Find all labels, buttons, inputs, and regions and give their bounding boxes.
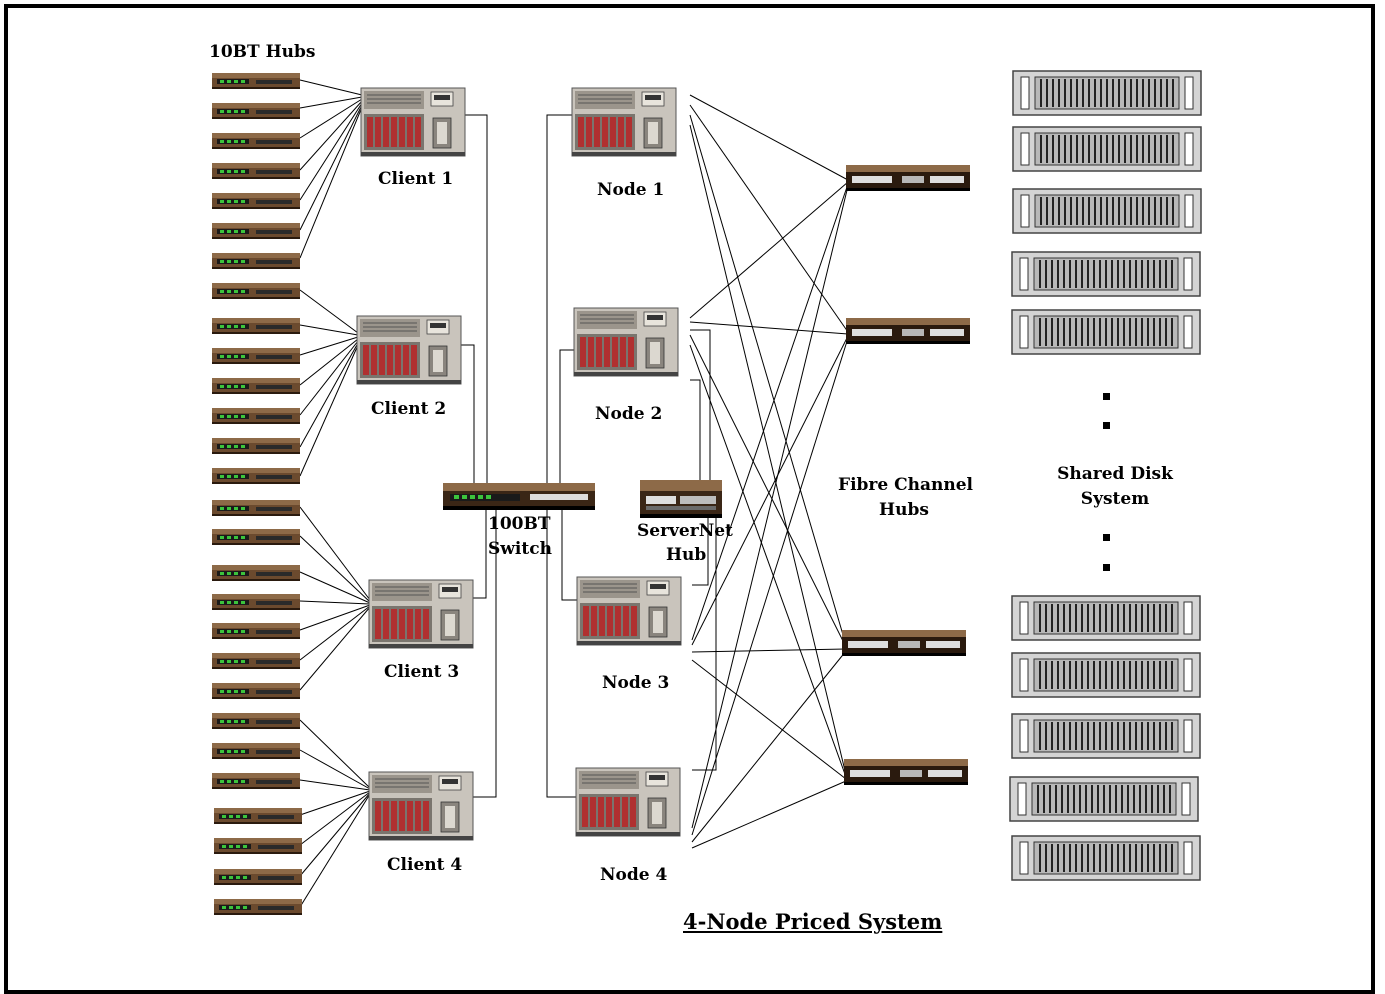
ethernet-hub-icon [212,468,300,484]
ethernet-hub-icon [212,623,300,639]
disk-array-icon [1011,309,1201,355]
switch-links [460,114,578,798]
node4-server-icon [575,767,681,837]
node3-label: Node 3 [602,673,670,693]
fibre-channel-hub-icon [844,759,968,785]
disk-array-icon [1009,776,1199,822]
node3-server-icon [576,576,682,646]
ethernet-hub-icon [212,283,300,299]
ethernet-hub-icon [212,773,300,789]
fibre-channel-hub-icon [842,630,966,656]
ethernet-hub-icon [212,594,300,610]
ethernet-hub-icon [212,653,300,669]
ethernet-hub-icon [212,193,300,209]
disk-array-icon [1011,713,1201,759]
shared-disk-label-line2: System [1080,489,1150,509]
ethernet-hub-icon [212,253,300,269]
client2-label: Client 2 [371,399,447,419]
ethernet-hub-icon [212,500,300,516]
ethernet-hub-icon [212,73,300,89]
ethernet-hub-icon [212,565,300,581]
ethernet-hub-icon [214,838,302,854]
ethernet-hub-icon [212,103,300,119]
hubs-10bt-column [212,73,302,915]
node1-label: Node 1 [597,180,665,200]
fibre-channel-hub-icon [846,318,970,344]
ethernet-hub-icon [214,808,302,824]
client2-server-icon [356,315,462,385]
network-diagram [212,70,1202,915]
disk-array-icon [1012,188,1202,234]
ethernet-hub-icon [212,408,300,424]
disk-array-icon [1011,595,1201,641]
servernet-links [690,329,717,771]
fibre-channel-label-line1: Fibre Channel [838,475,974,495]
servernet-label-line2: Hub [666,545,707,565]
servernet-hub-icon [640,480,722,518]
node1-server-icon [571,87,677,157]
fibre-channel-links [689,94,849,849]
servernet-label-line1: ServerNet [637,521,733,541]
disk-array-icon [1011,652,1201,698]
ethernet-hub-icon [212,529,300,545]
disk-array-icon [1011,835,1201,881]
switch-label-line1: 100BT [488,514,551,534]
client1-label: Client 1 [378,169,454,189]
switch-100bt-icon [443,483,595,510]
node4-label: Node 4 [600,865,668,885]
ethernet-hub-icon [212,713,300,729]
hub-client-links [299,79,371,908]
disk-array-icon [1012,70,1202,116]
client1-server-icon [360,87,466,157]
diagram-title: 4-Node Priced System [683,909,943,934]
disk-array-icon [1011,251,1201,297]
switch-label-line2: Switch [488,539,552,559]
fibre-channel-label-line2: Hubs [879,500,929,520]
ethernet-hub-icon [214,869,302,885]
ethernet-hub-icon [212,133,300,149]
client4-server-icon [368,771,474,841]
client3-label: Client 3 [384,662,460,682]
shared-disk-label-line1: Shared Disk [1057,464,1173,484]
node2-server-icon [573,307,679,377]
ethernet-hub-icon [212,318,300,334]
client4-label: Client 4 [387,855,463,875]
disk-ellipsis-marks [1103,393,1110,571]
ethernet-hub-icon [212,438,300,454]
client3-server-icon [368,579,474,649]
ethernet-hub-icon [212,163,300,179]
ethernet-hub-icon [212,683,300,699]
disk-array-icon [1012,126,1202,172]
node2-label: Node 2 [595,404,663,424]
ethernet-hub-icon [214,899,302,915]
hubs-10bt-label: 10BT Hubs [209,42,316,62]
ethernet-hub-icon [212,348,300,364]
ethernet-hub-icon [212,378,300,394]
ethernet-hub-icon [212,223,300,239]
fibre-channel-hub-icon [846,165,970,191]
ethernet-hub-icon [212,743,300,759]
